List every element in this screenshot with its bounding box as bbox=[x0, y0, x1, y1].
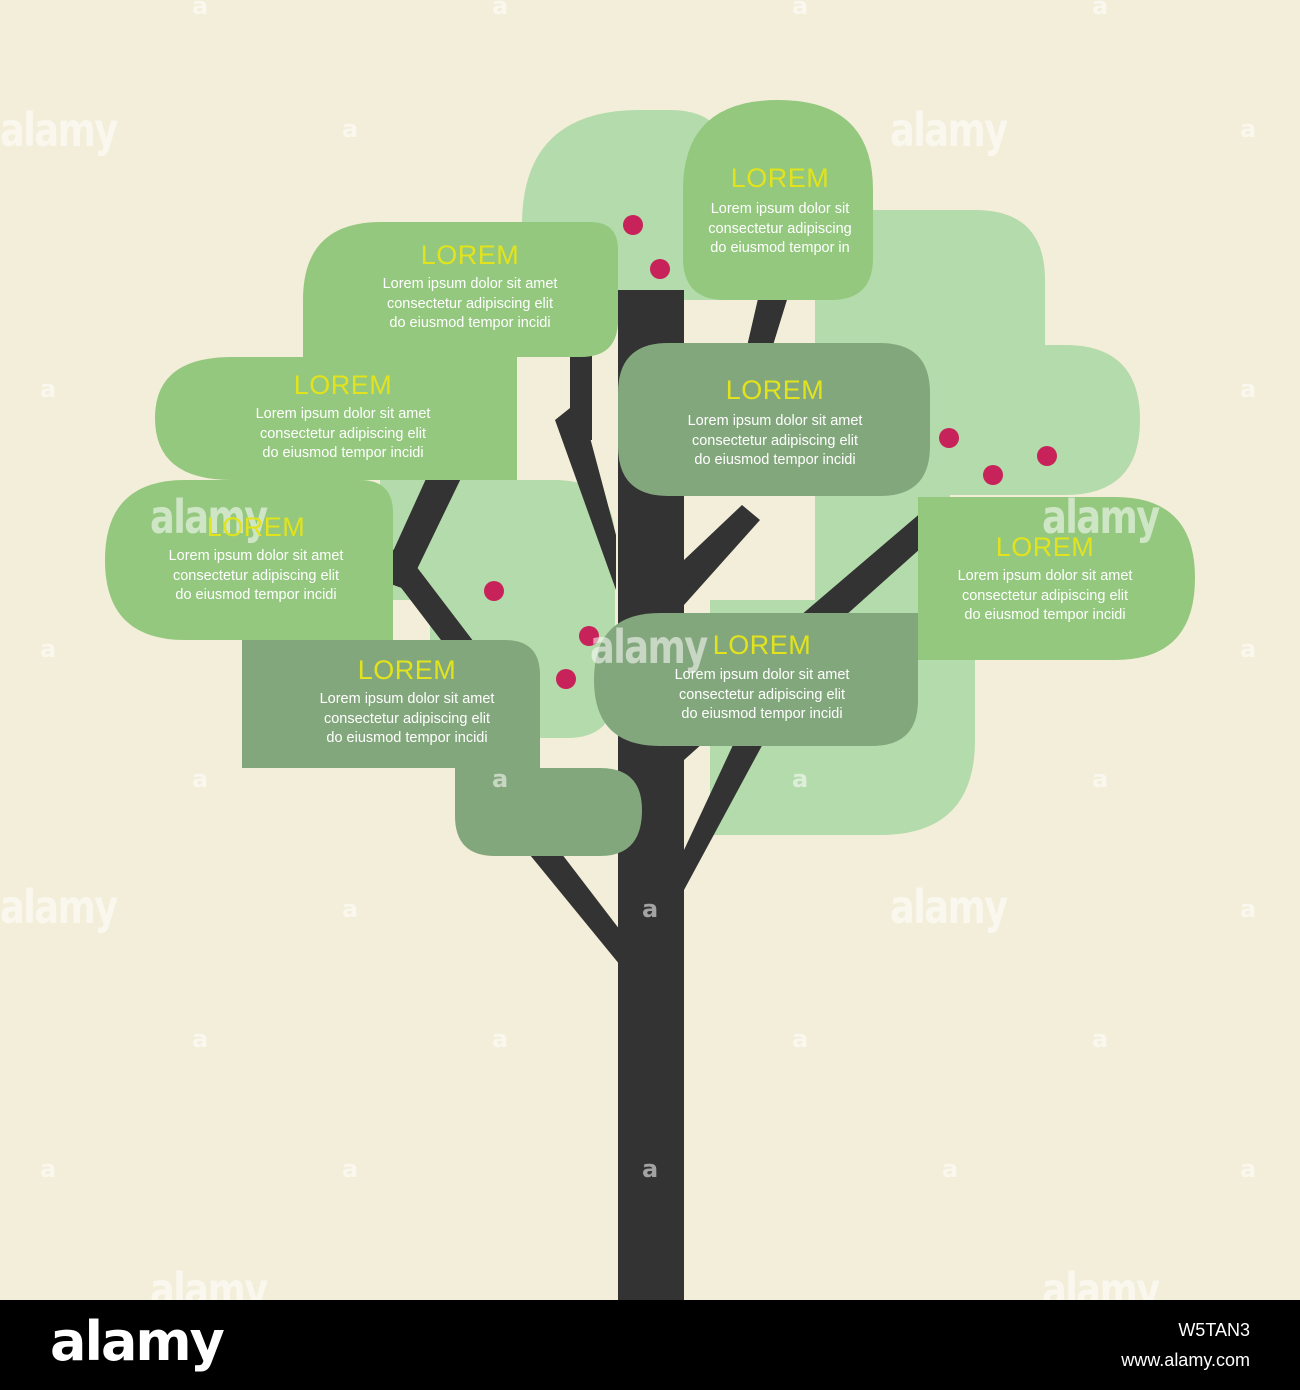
watermark-mark: a bbox=[192, 0, 209, 20]
watermark-mark: a bbox=[1240, 895, 1257, 923]
watermark-mark: a bbox=[1240, 115, 1257, 143]
leaf-shape-upper-left bbox=[303, 222, 618, 357]
watermark-mark: a bbox=[792, 765, 809, 793]
leaf-shape-top bbox=[683, 100, 873, 300]
image-id: W5TAN3 bbox=[1178, 1320, 1250, 1340]
berry bbox=[650, 259, 670, 279]
watermark-mark: a bbox=[1240, 375, 1257, 403]
leaf-title: LOREM bbox=[730, 163, 830, 193]
watermark-mark: a bbox=[642, 895, 659, 923]
watermark-mark: a bbox=[342, 1155, 359, 1183]
watermark-text: alamy bbox=[890, 880, 1008, 934]
site-url: www.alamy.com bbox=[1121, 1350, 1250, 1370]
watermark-text: alamy bbox=[150, 490, 268, 544]
leaf-title: LOREM bbox=[206, 512, 306, 542]
watermark-mark: a bbox=[192, 765, 209, 793]
watermark-text: alamy bbox=[0, 880, 118, 934]
watermark-mark: a bbox=[40, 1155, 57, 1183]
berry bbox=[484, 581, 504, 601]
brand-logo: alamy bbox=[50, 1310, 225, 1373]
watermark-mark: a bbox=[642, 1155, 659, 1183]
watermark-mark: a bbox=[492, 765, 509, 793]
leaf-title: LOREM bbox=[995, 532, 1095, 562]
watermark-mark: a bbox=[792, 0, 809, 20]
watermark-mark: a bbox=[792, 1025, 809, 1053]
leaf-title: LOREM bbox=[725, 375, 825, 405]
leaf-title: LOREM bbox=[712, 630, 812, 660]
watermark-mark: a bbox=[1092, 0, 1109, 20]
berry bbox=[983, 465, 1003, 485]
watermark-mark: a bbox=[1092, 765, 1109, 793]
berry bbox=[579, 626, 599, 646]
watermark-mark: a bbox=[342, 115, 359, 143]
watermark-text: alamy bbox=[890, 103, 1008, 157]
leaf-shape-right bbox=[918, 497, 1195, 660]
leaf-title: LOREM bbox=[420, 240, 520, 270]
stock-footer: alamy W5TAN3 www.alamy.com bbox=[0, 1300, 1300, 1390]
leaf-shape-lower-left bbox=[105, 480, 393, 640]
leaf-title: LOREM bbox=[293, 370, 393, 400]
watermark-mark: a bbox=[1240, 1155, 1257, 1183]
watermark-text: alamy bbox=[1042, 490, 1160, 544]
leaf-shape-middle-left bbox=[155, 357, 517, 480]
watermark-text: alamy bbox=[0, 103, 118, 157]
watermark-mark: a bbox=[492, 0, 509, 20]
berry bbox=[939, 428, 959, 448]
berry bbox=[556, 669, 576, 689]
watermark-text: alamy bbox=[590, 620, 708, 674]
watermark-mark: a bbox=[40, 375, 57, 403]
watermark-mark: a bbox=[1092, 1025, 1109, 1053]
leaf-shapes bbox=[105, 100, 1195, 856]
watermark-mark: a bbox=[342, 895, 359, 923]
leaf-shape-bottom-left bbox=[242, 640, 642, 856]
watermark-mark: a bbox=[942, 1155, 959, 1183]
berry bbox=[623, 215, 643, 235]
leaf-shape-lower-center bbox=[594, 613, 918, 746]
leaf-title: LOREM bbox=[357, 655, 457, 685]
berry bbox=[1037, 446, 1057, 466]
watermark-mark: a bbox=[40, 635, 57, 663]
leaf-shape-center-right bbox=[618, 343, 930, 496]
watermark-mark: a bbox=[492, 1025, 509, 1053]
watermark-mark: a bbox=[192, 1025, 209, 1053]
tree-illustration bbox=[105, 100, 1195, 1300]
berries bbox=[484, 215, 1057, 689]
watermark-mark: a bbox=[1240, 635, 1257, 663]
